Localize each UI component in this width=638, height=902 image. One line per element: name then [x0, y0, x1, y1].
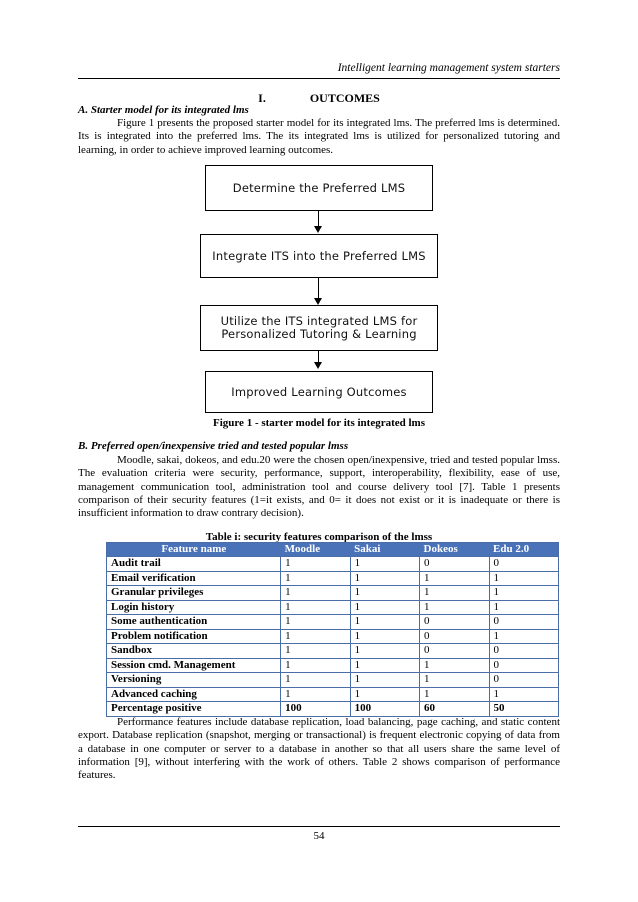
- security-features-table: Feature name Moodle Sakai Dokeos Edu 2.0…: [105, 542, 559, 717]
- table-cell: 1: [349, 599, 421, 615]
- section-heading: I. OUTCOMES: [0, 91, 638, 106]
- table-cell: 1: [280, 686, 351, 702]
- running-head: Intelligent learning management system s…: [337, 62, 560, 74]
- feature-name-cell: Percentage positive: [105, 701, 282, 717]
- table-cell: 1: [349, 672, 421, 688]
- table-cell: 1: [349, 686, 421, 702]
- subsection-a-paragraph: Figure 1 presents the proposed starter m…: [78, 117, 560, 156]
- feature-name-cell: Advanced caching: [105, 686, 282, 702]
- table-cell: 1: [349, 628, 421, 644]
- subsection-b-paragraph: Moodle, sakai, dokeos, and edu.20 were t…: [78, 454, 560, 520]
- column-header: Sakai: [350, 542, 420, 557]
- flow-arrow-3: [318, 351, 319, 364]
- page-number: 54: [313, 830, 325, 842]
- table-caption: Table i: security features comparison of…: [205, 531, 433, 543]
- table-cell: 1: [349, 657, 421, 673]
- table-cell: 1: [419, 599, 490, 615]
- section-number: I.: [258, 91, 266, 105]
- table-cell: 1: [349, 556, 421, 572]
- table-cell: 1: [419, 570, 490, 586]
- table-cell: 1: [488, 686, 559, 702]
- table-cell: 1: [280, 657, 351, 673]
- feature-name-cell: Problem notification: [105, 628, 282, 644]
- feature-name-cell: Granular privileges: [105, 585, 282, 601]
- table-row: Problem notification 1 1 0 1: [105, 628, 559, 644]
- flow-arrow-2: [318, 278, 319, 300]
- closing-paragraph: Performance features include database re…: [78, 716, 560, 782]
- flow-step-1: Determine the Preferred LMS: [205, 165, 433, 211]
- feature-name-cell: Audit trail: [105, 556, 282, 572]
- table-cell: 1: [488, 585, 559, 601]
- table-cell: 1: [488, 628, 559, 644]
- column-header: Moodle: [280, 542, 351, 557]
- table-cell: 1: [280, 585, 351, 601]
- footer-rule: [78, 826, 560, 827]
- feature-name-cell: Login history: [105, 599, 282, 615]
- table-cell: 0: [488, 643, 559, 659]
- table-cell: 1: [280, 570, 351, 586]
- table-cell: 1: [280, 614, 351, 630]
- table-cell: 100: [280, 701, 351, 717]
- table-cell: 0: [488, 672, 559, 688]
- header-rule: [78, 78, 560, 79]
- arrow-down-icon: [314, 226, 322, 233]
- table-cell: 1: [349, 614, 421, 630]
- table-row: Email verification 1 1 1 1: [105, 570, 559, 586]
- table-row: Session cmd. Management 1 1 1 0: [105, 657, 559, 673]
- table-cell: 1: [349, 570, 421, 586]
- table-row: Granular privileges 1 1 1 1: [105, 585, 559, 601]
- table-row: Sandbox 1 1 0 0: [105, 643, 559, 659]
- table-row: Login history 1 1 1 1: [105, 599, 559, 615]
- table-cell: 1: [419, 657, 490, 673]
- table-cell: 1: [280, 643, 351, 659]
- feature-name-cell: Some authentication: [105, 614, 282, 630]
- table-cell: 0: [488, 556, 559, 572]
- flow-step-3: Utilize the ITS integrated LMS for Perso…: [200, 305, 438, 351]
- subsection-b-heading: B. Preferred open/inexpensive tried and …: [78, 440, 349, 452]
- table-header-row: Feature name Moodle Sakai Dokeos Edu 2.0: [106, 542, 559, 557]
- feature-name-cell: Session cmd. Management: [105, 657, 282, 673]
- table-cell: 1: [488, 599, 559, 615]
- table-cell: 1: [419, 585, 490, 601]
- table-cell: 0: [419, 614, 490, 630]
- table-row: Some authentication 1 1 0 0: [105, 614, 559, 630]
- flow-step-2: Integrate ITS into the Preferred LMS: [200, 234, 438, 278]
- table-cell: 0: [419, 556, 490, 572]
- feature-name-cell: Email verification: [105, 570, 282, 586]
- table-cell: 0: [488, 614, 559, 630]
- table-cell: 1: [280, 599, 351, 615]
- table-cell: 1: [349, 585, 421, 601]
- table-cell: 1: [280, 628, 351, 644]
- table-cell: 1: [488, 570, 559, 586]
- table-row: Versioning 1 1 1 0: [105, 672, 559, 688]
- table-cell: 1: [280, 556, 351, 572]
- figure-caption: Figure 1 - starter model for its integra…: [212, 417, 425, 429]
- table-total-row: Percentage positive 100 100 60 50: [105, 701, 559, 717]
- arrow-down-icon: [314, 362, 322, 369]
- feature-name-cell: Sandbox: [105, 643, 282, 659]
- feature-name-cell: Versioning: [105, 672, 282, 688]
- flow-arrow-1: [318, 211, 319, 228]
- table-cell: 0: [419, 643, 490, 659]
- section-title: OUTCOMES: [309, 91, 380, 105]
- column-header: Feature name: [106, 542, 281, 557]
- table-cell: 0: [419, 628, 490, 644]
- flow-step-4: Improved Learning Outcomes: [205, 371, 433, 413]
- column-header: Edu 2.0: [489, 542, 559, 557]
- table-cell: 0: [488, 657, 559, 673]
- table-cell: 100: [349, 701, 421, 717]
- subsection-a-heading: A. Starter model for its integrated lms: [78, 104, 249, 116]
- table-cell: 1: [419, 672, 490, 688]
- table-cell: 1: [419, 686, 490, 702]
- table-cell: 1: [349, 643, 421, 659]
- table-cell: 50: [488, 701, 559, 717]
- table-cell: 1: [280, 672, 351, 688]
- table-row: Advanced caching 1 1 1 1: [105, 686, 559, 702]
- arrow-down-icon: [314, 298, 322, 305]
- table-cell: 60: [419, 701, 490, 717]
- column-header: Dokeos: [419, 542, 489, 557]
- table-row: Audit trail 1 1 0 0: [105, 556, 559, 572]
